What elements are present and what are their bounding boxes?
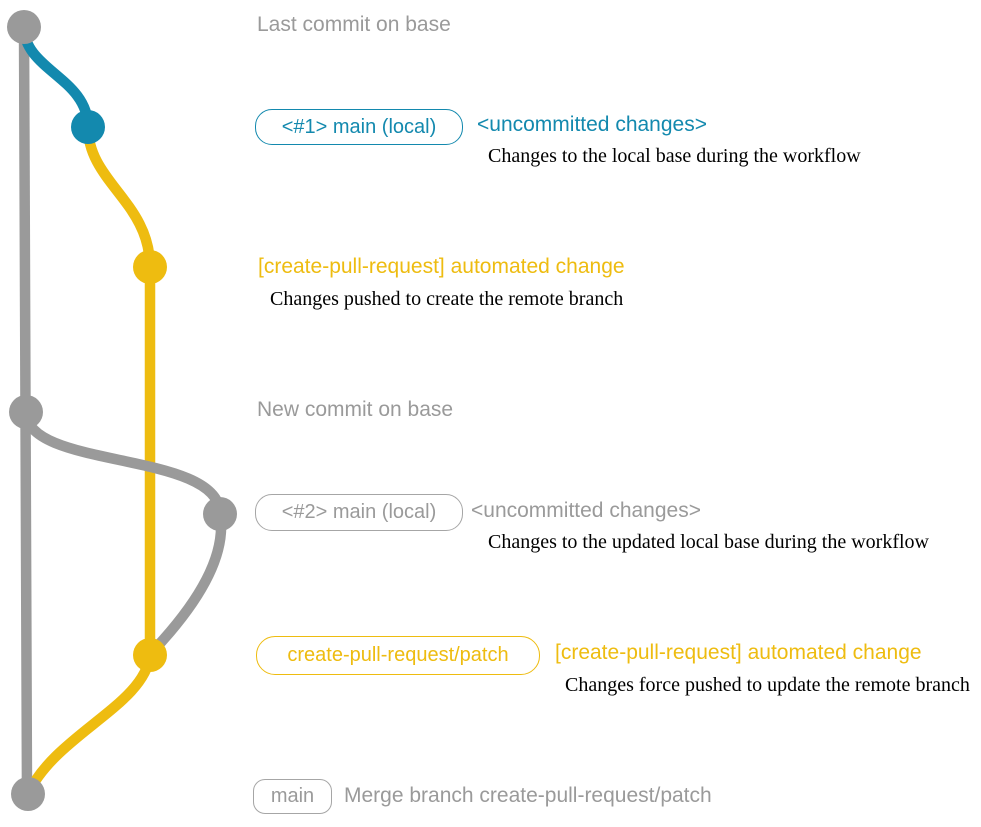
commit-dot-automated-1 — [133, 250, 167, 284]
branch-badge-main-1: <#1> main (local) — [255, 109, 463, 145]
branch-badge-main-2: <#2> main (local) — [255, 494, 463, 531]
branch-badge-main-2-label: <#2> main (local) — [281, 501, 437, 523]
branch-badge-patch-label: create-pull-request/patch — [287, 644, 509, 666]
merge-commit-label: Merge branch create-pull-request/patch — [344, 784, 712, 807]
automated-change-description-1: Changes pushed to create the remote bran… — [270, 288, 624, 310]
commit-dot-main-1 — [71, 110, 105, 144]
automated-change-title-1: [create-pull-request] automated change — [258, 255, 625, 278]
branch-badge-patch: create-pull-request/patch — [256, 636, 540, 675]
automated-change-description-2: Changes force pushed to update the remot… — [565, 674, 970, 696]
commit-graph — [7, 10, 237, 811]
main-local-branch-curve-1 — [18, 21, 94, 133]
uncommitted-changes-description-1: Changes to the local base during the wor… — [488, 145, 861, 167]
uncommitted-changes-title-1: <uncommitted changes> — [477, 113, 707, 136]
commit-dot-automated-2 — [133, 638, 167, 672]
branch-badge-main-1-label: <#1> main (local) — [281, 115, 437, 138]
commit-dot-merge — [11, 777, 45, 811]
commit-dot-last-base — [7, 10, 41, 44]
commit-dot-main-2 — [203, 497, 237, 531]
branch-badge-main-merged: main — [253, 779, 332, 814]
uncommitted-changes-title-2: <uncommitted changes> — [471, 499, 701, 522]
automated-change-title-2: [create-pull-request] automated change — [555, 641, 922, 664]
patch-branch-curve-out — [82, 121, 156, 273]
commit-dot-new-base — [9, 395, 43, 429]
branch-badge-main-merged-label: main — [270, 785, 315, 807]
patch-branch-merge-curve — [22, 649, 156, 800]
main-local-rebase-curve — [146, 508, 227, 658]
new-commit-label: New commit on base — [257, 398, 454, 421]
main-local-branch-curve-2 — [20, 406, 226, 520]
last-commit-label: Last commit on base — [257, 13, 451, 36]
uncommitted-changes-description-2: Changes to the updated local base during… — [488, 531, 929, 553]
